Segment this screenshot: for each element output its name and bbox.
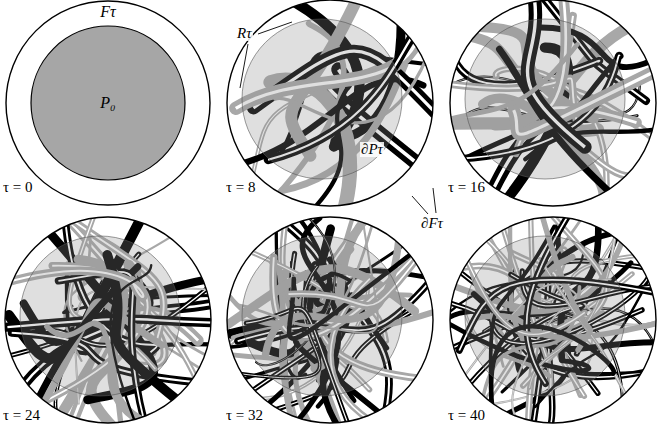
patch-disc: P₀ [30,25,186,181]
time-label: τ = 24 [3,408,40,423]
time-label: τ = 32 [226,408,263,423]
disc-boundary [450,0,656,206]
mixed-disc [222,215,438,428]
leader-line [412,196,428,214]
time-label: τ = 8 [226,180,256,195]
region-label: Fτ [100,4,116,20]
leader-line [240,44,248,88]
leader-line [258,22,292,34]
region-label: P₀ [100,95,115,111]
mixed-disc [446,0,658,206]
time-label: τ = 16 [448,180,485,195]
mixed-disc [445,212,661,428]
leader-line [433,188,436,213]
disc-boundary [450,217,656,423]
boundary-label: ∂Fτ [420,216,444,231]
fluid-disc: FτP₀ [5,0,211,206]
time-label: τ = 40 [448,408,485,423]
disc-boundary [227,0,433,206]
time-label: τ = 0 [3,180,33,195]
boundary-label: ∂Pτ [360,142,384,157]
disc-boundary [5,217,211,423]
region-label: Rτ [236,26,253,41]
mixed-disc [227,0,438,210]
mixed-disc [5,213,216,428]
disc-boundary [227,217,433,423]
